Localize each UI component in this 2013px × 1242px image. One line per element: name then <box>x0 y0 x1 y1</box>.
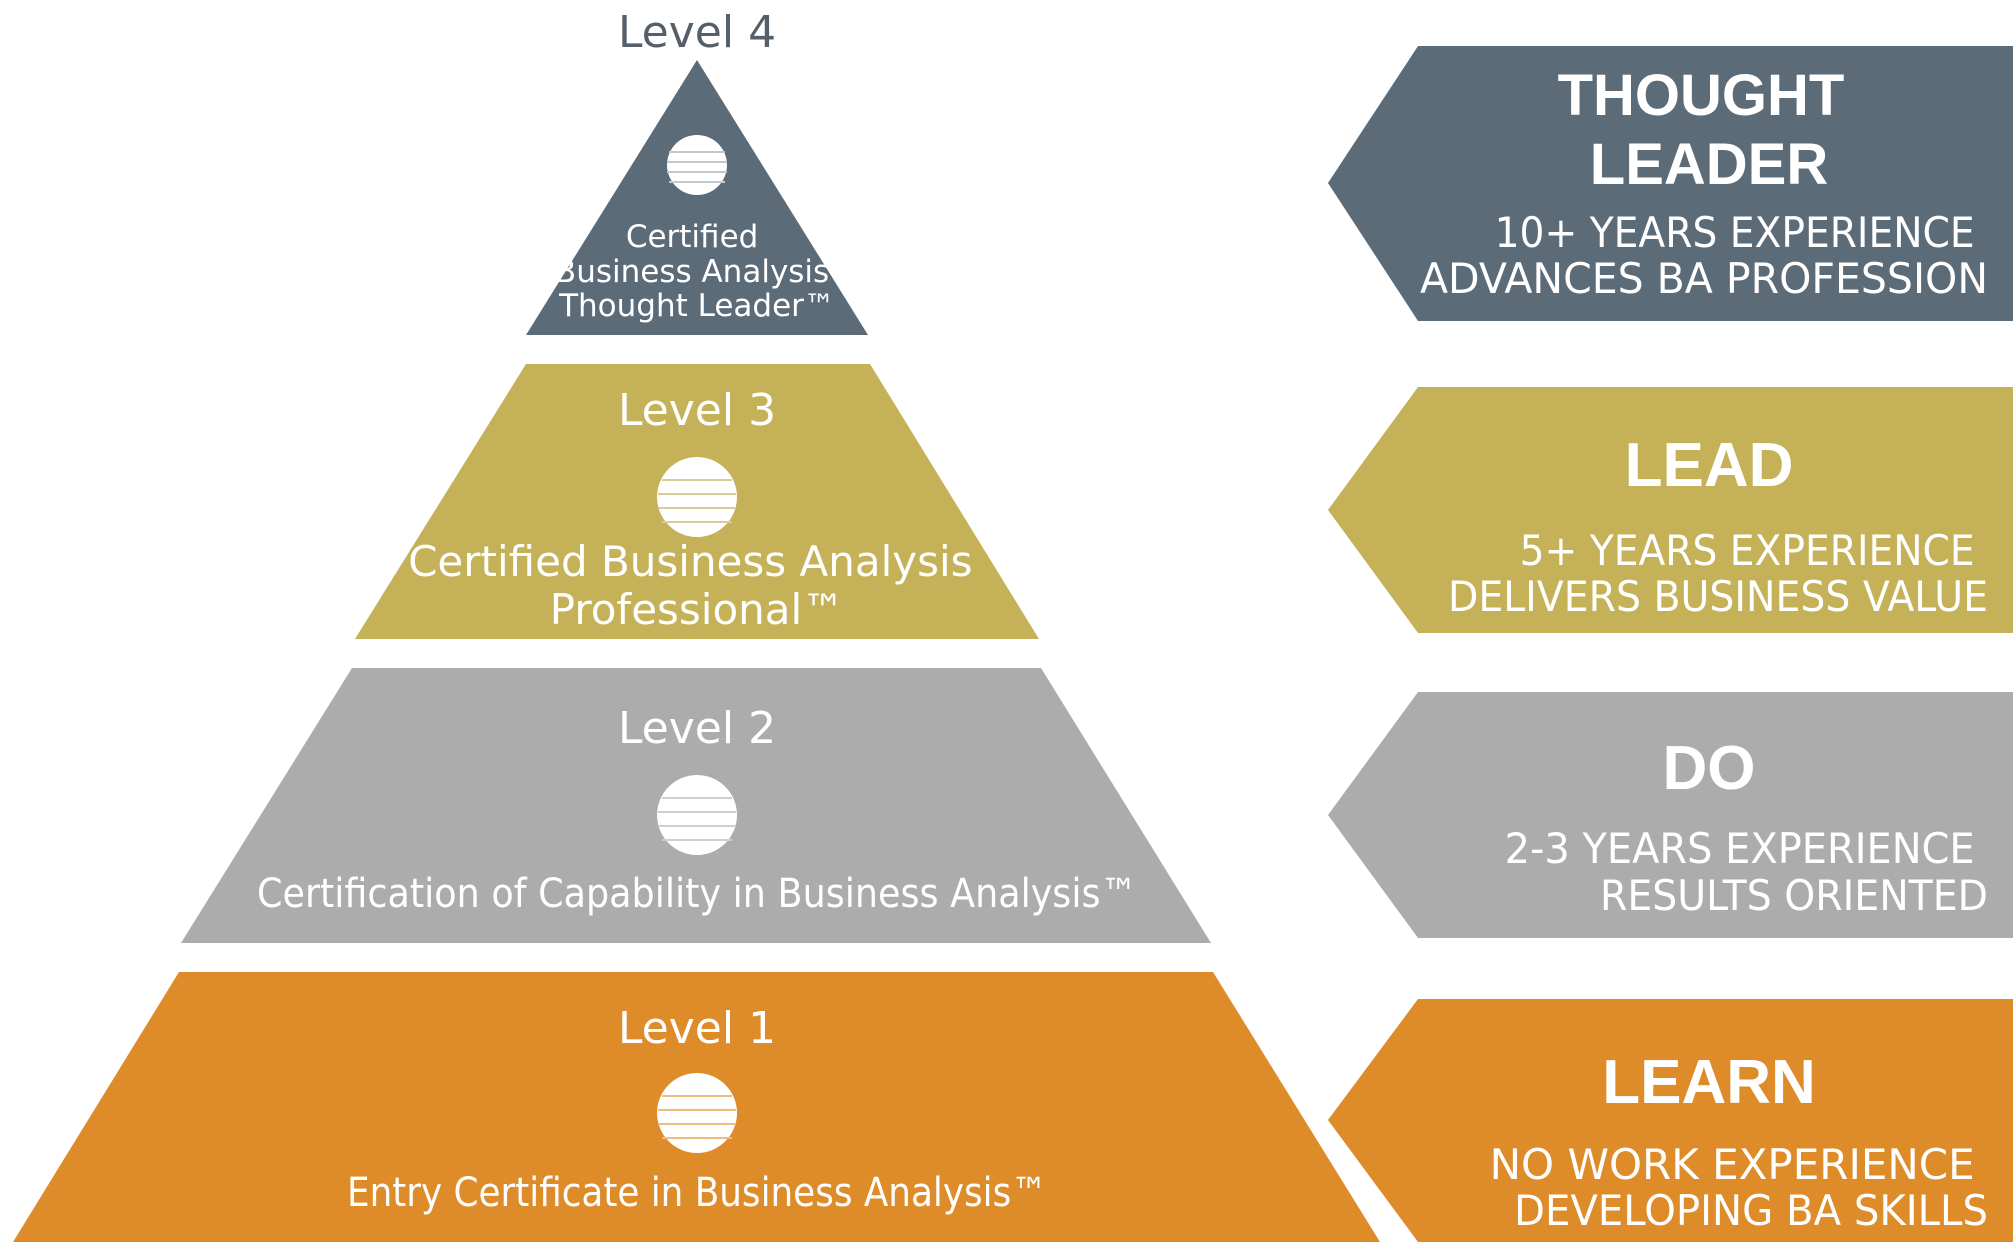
thought-leader-banner <box>1328 46 2013 321</box>
lead-banner <box>1328 387 2013 633</box>
level-2-label: Level 2 <box>618 703 776 754</box>
learn-banner <box>1328 999 2013 1242</box>
lead-banner-subtitle: 5+ YEARS EXPERIENCE DELIVERS BUSINESS VA… <box>1448 526 1988 621</box>
level-3-certification-name: Certified Business Analysis Professional… <box>408 537 986 634</box>
learn-banner-subtitle: NO WORK EXPERIENCE DEVELOPING BA SKILLS <box>1490 1140 1988 1235</box>
level-4-certification-name: Certified Business Analysis Thought Lead… <box>555 219 839 324</box>
lead-banner-title: LEAD <box>1625 431 1794 500</box>
level-4-triangle <box>526 60 868 335</box>
level-4-label: Level 4 <box>618 7 776 58</box>
thought-leader-banner-title: THOUGHT LEADER <box>1558 63 1861 197</box>
level-1-emblem-icon <box>657 1073 737 1153</box>
thought-leader-banner-subtitle: 10+ YEARS EXPERIENCE ADVANCES BA PROFESS… <box>1420 208 1988 303</box>
level-2-emblem-icon <box>657 775 737 855</box>
level-4-emblem-icon <box>667 135 727 195</box>
do-banner-subtitle: 2-3 YEARS EXPERIENCE RESULTS ORIENTED <box>1505 824 1988 920</box>
level-1-certification-name: Entry Certificate in Business Analysis™ <box>347 1170 1047 1216</box>
do-banner-title: DO <box>1663 734 1756 803</box>
level-2-certification-name: Certification of Capability in Business … <box>257 871 1137 917</box>
learn-banner-title: LEARN <box>1602 1048 1816 1117</box>
level-3-emblem-icon <box>657 457 737 537</box>
level-1-label: Level 1 <box>618 1003 776 1054</box>
level-3-label: Level 3 <box>618 385 776 436</box>
do-banner <box>1328 692 2013 938</box>
